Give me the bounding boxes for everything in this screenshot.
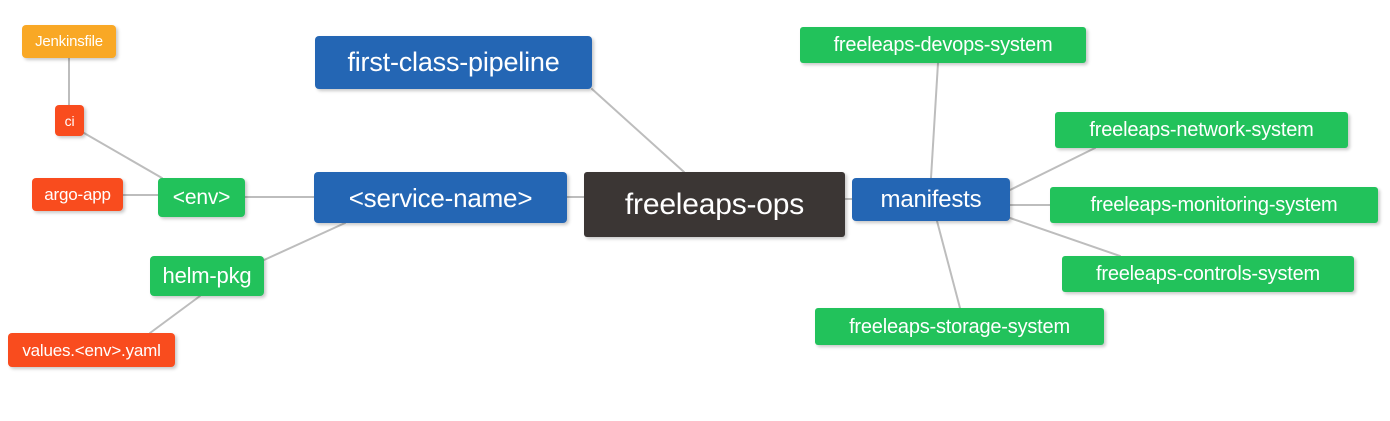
edge-helm-pkg-to-service-name bbox=[263, 222, 346, 261]
node-freeleaps-storage-system[interactable]: freeleaps-storage-system bbox=[815, 308, 1104, 345]
edge-first-class-pipeline-to-freeleaps-ops bbox=[591, 88, 685, 173]
node-service-name[interactable]: <service-name> bbox=[314, 172, 567, 223]
edge-values-env-yaml-to-helm-pkg bbox=[149, 295, 201, 334]
edge-manifests-to-freeleaps-controls-system bbox=[1009, 217, 1121, 257]
node-freeleaps-network-system[interactable]: freeleaps-network-system bbox=[1055, 112, 1348, 148]
node-manifests[interactable]: manifests bbox=[852, 178, 1010, 221]
edge-manifests-to-freeleaps-network-system bbox=[1009, 147, 1096, 191]
edge-ci-to-env bbox=[83, 132, 163, 179]
node-first-class-pipeline[interactable]: first-class-pipeline bbox=[315, 36, 592, 89]
node-jenkinsfile[interactable]: Jenkinsfile bbox=[22, 25, 116, 58]
node-ci[interactable]: ci bbox=[55, 105, 84, 136]
node-freeleaps-devops-system[interactable]: freeleaps-devops-system bbox=[800, 27, 1086, 63]
node-argo-app[interactable]: argo-app bbox=[32, 178, 123, 211]
node-helm-pkg[interactable]: helm-pkg bbox=[150, 256, 264, 296]
edge-manifests-to-freeleaps-devops-system bbox=[930, 62, 939, 179]
node-freeleaps-monitoring-system[interactable]: freeleaps-monitoring-system bbox=[1050, 187, 1378, 223]
node-env[interactable]: <env> bbox=[158, 178, 245, 217]
node-freeleaps-controls-system[interactable]: freeleaps-controls-system bbox=[1062, 256, 1354, 292]
edge-manifests-to-freeleaps-storage-system bbox=[936, 220, 961, 309]
node-values-env-yaml[interactable]: values.<env>.yaml bbox=[8, 333, 175, 367]
node-freeleaps-ops[interactable]: freeleaps-ops bbox=[584, 172, 845, 237]
